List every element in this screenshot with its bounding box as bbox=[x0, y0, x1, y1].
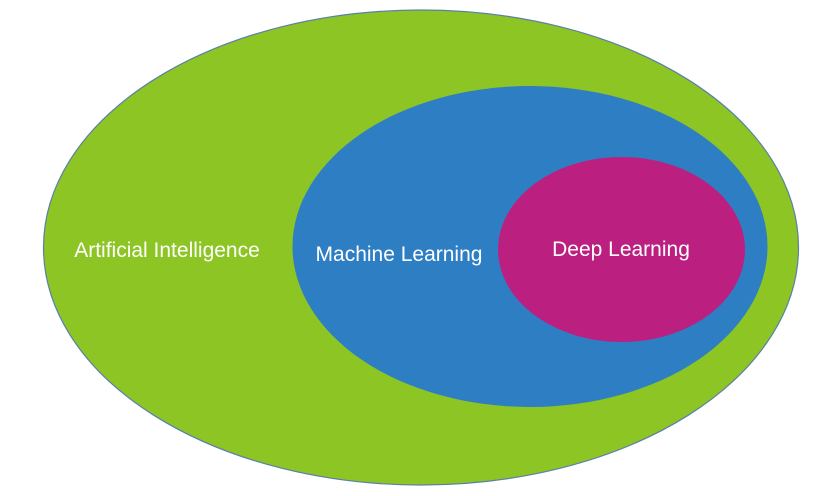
ml-label: Machine Learning bbox=[316, 243, 483, 266]
dl-label: Deep Learning bbox=[552, 238, 690, 261]
dl-ellipse bbox=[498, 157, 745, 342]
ai-label: Artificial Intelligence bbox=[74, 239, 260, 262]
